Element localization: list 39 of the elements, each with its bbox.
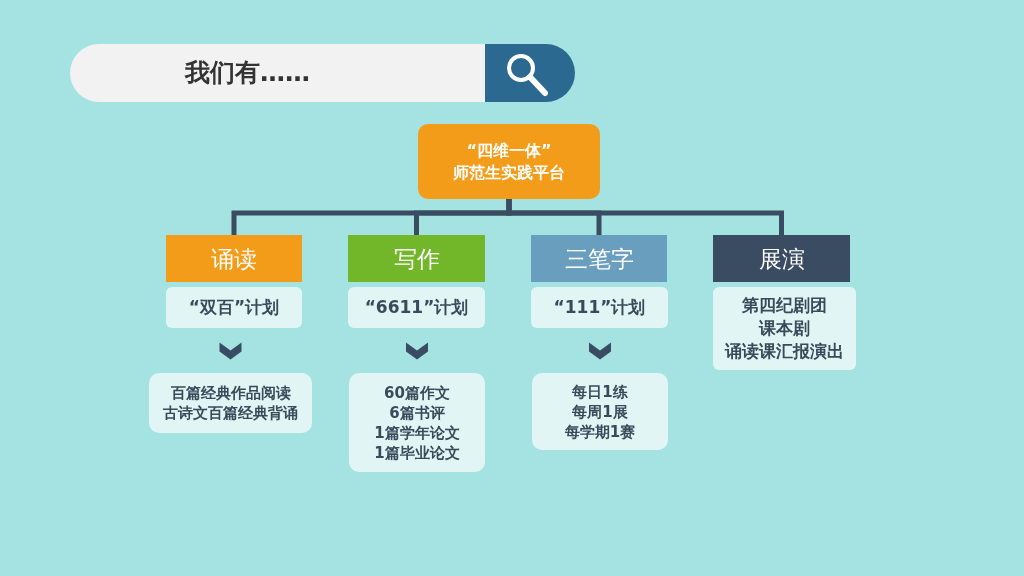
item-text: 60篇作文	[384, 382, 450, 403]
chevron-arrow	[589, 342, 611, 360]
item-text: 1篇学年论文	[374, 422, 460, 443]
detail-box	[149, 373, 312, 433]
header-text: 写作	[393, 244, 440, 273]
item-text: 每学期1赛	[564, 421, 636, 442]
item-text: 诵读课汇报演出	[725, 340, 844, 363]
item-text: 师范生实践平台	[453, 161, 565, 184]
category-header	[348, 235, 485, 282]
header-text: 三笔字	[564, 244, 634, 273]
item-text: “四维一体”	[466, 139, 552, 162]
item-text: “6611”计划	[364, 296, 469, 319]
tree-connector	[506, 199, 784, 235]
category-header	[166, 235, 302, 282]
item-text: “111”计划	[553, 296, 646, 319]
item-text: 每日1练	[572, 381, 628, 402]
header-text: 诵读	[211, 244, 257, 273]
chevron-arrow	[219, 342, 242, 360]
detail-box	[349, 373, 485, 472]
item-text: 6篇书评	[389, 402, 445, 423]
item-text: 1篇毕业论文	[374, 442, 460, 463]
plan-box	[348, 287, 485, 328]
item-text: 每周1展	[572, 401, 628, 422]
plan-box	[713, 287, 856, 370]
search-bar	[70, 44, 485, 102]
platform-box	[418, 124, 600, 199]
detail-box	[532, 373, 668, 450]
item-text: 古诗文百篇经典背诵	[163, 403, 298, 423]
item-text: 课本剧	[759, 317, 810, 340]
category-header	[531, 235, 667, 282]
item-text: “双百”计划	[188, 296, 280, 319]
search-text: 我们有……	[185, 58, 310, 88]
chevron-arrow	[406, 342, 428, 360]
category-header	[713, 235, 850, 282]
header-text: 展演	[758, 244, 805, 273]
item-text: 第四纪剧团	[742, 294, 827, 317]
item-text: 百篇经典作品阅读	[170, 383, 291, 403]
plan-box	[166, 287, 302, 328]
plan-box	[531, 287, 668, 328]
